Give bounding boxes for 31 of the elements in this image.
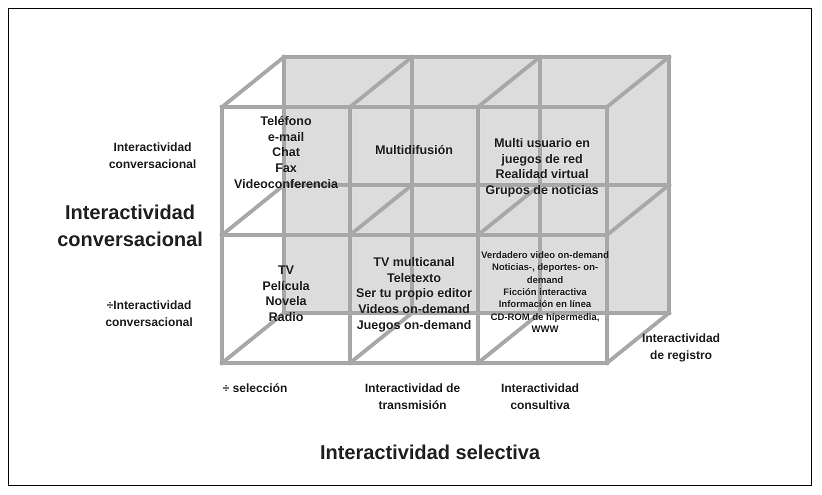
list-item: Ser tu propio editor bbox=[356, 286, 472, 302]
list-item: e-mail bbox=[268, 130, 304, 146]
list-item: Teletexto bbox=[387, 270, 441, 286]
axis-label: Interactividad de registro bbox=[640, 330, 722, 364]
list-item: Noticias-, deportes- on-demand bbox=[490, 262, 600, 288]
list-item: Multidifusión bbox=[375, 143, 453, 159]
list-item: Grupos de noticias bbox=[485, 182, 599, 198]
list-item: TV multicanal bbox=[373, 255, 455, 271]
list-item: Novela bbox=[266, 294, 306, 310]
list-item: Teléfono bbox=[260, 114, 312, 130]
row-label: ÷Interactividad conversacional bbox=[104, 297, 194, 331]
column-label: Interactividad de transmisión bbox=[364, 380, 462, 414]
list-item: Radio bbox=[268, 310, 304, 326]
list-item: Realidad virtual bbox=[495, 167, 589, 183]
list-item: Información en línea bbox=[498, 299, 592, 312]
list-item: Fax bbox=[275, 160, 297, 176]
list-item: Verdadero video on-demand bbox=[481, 250, 609, 262]
axis-title: Interactividad selectiva bbox=[318, 441, 542, 466]
list-item: Multi usuario en juegos de red bbox=[493, 136, 591, 168]
list-item: Juegos on-demand bbox=[356, 318, 472, 334]
list-item: Película bbox=[262, 278, 310, 294]
row-label: Interactividad conversacional bbox=[108, 139, 198, 173]
axis-title: Interactividad conversacional bbox=[56, 201, 204, 253]
list-item: Ficción interactiva bbox=[503, 287, 587, 300]
column-label: ÷ selección bbox=[222, 380, 288, 397]
list-item: Videos on-demand bbox=[358, 302, 470, 318]
list-item: CD-ROM de hípermedia, WWW bbox=[490, 312, 600, 336]
list-item: TV bbox=[278, 263, 294, 279]
list-item: Chat bbox=[272, 145, 300, 161]
list-item: Videoconferencia bbox=[234, 176, 338, 192]
column-label: Interactividad consultiva bbox=[500, 380, 580, 414]
